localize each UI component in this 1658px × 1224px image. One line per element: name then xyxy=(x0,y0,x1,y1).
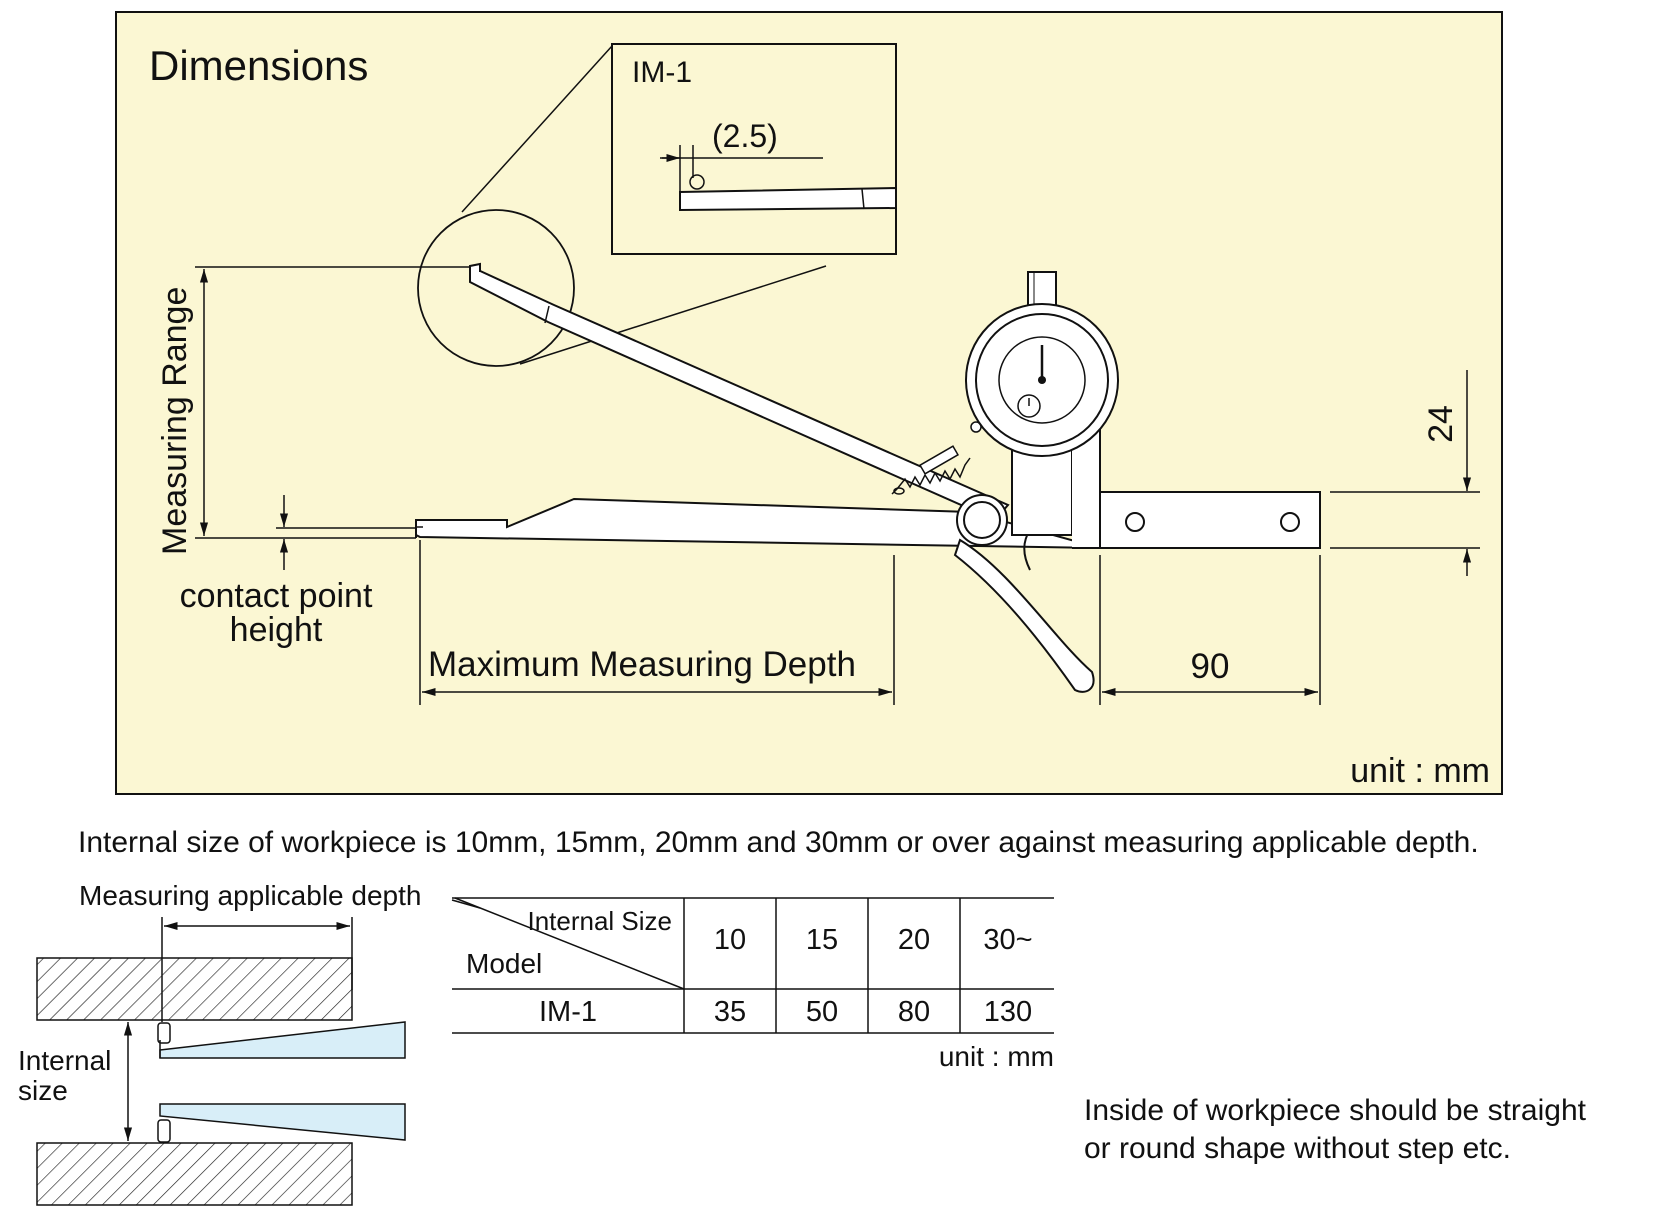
dimensions-panel: Dimensions IM-1 (2.5) xyxy=(115,11,1503,795)
table-row-model: IM-1 xyxy=(539,996,597,1028)
note-bottom-line1: Inside of workpiece should be straight xyxy=(1084,1094,1587,1127)
dim-90-label: 90 xyxy=(1191,647,1230,686)
detail-inset: IM-1 (2.5) xyxy=(611,43,897,255)
table-col-header: 10 xyxy=(714,924,746,956)
workpiece-bottom xyxy=(36,1142,353,1206)
applicable-depth-diagram: Measuring applicable depth Internal size xyxy=(18,880,481,1206)
note-top: Internal size of workpiece is 10mm, 15mm… xyxy=(78,826,1479,859)
upper-jaw xyxy=(159,1021,406,1059)
table-cell: 50 xyxy=(806,996,838,1028)
depth-table: Internal Size Model 10 15 20 30~ IM-1 35… xyxy=(452,897,1054,1072)
gauge-illustration xyxy=(415,262,1321,693)
table-cell: 35 xyxy=(714,996,746,1028)
detail-dim-label: (2.5) xyxy=(712,118,778,154)
internal-size-label-line2: size xyxy=(18,1075,68,1106)
table-unit-label: unit : mm xyxy=(939,1041,1054,1072)
internal-size-label-line1: Internal xyxy=(18,1045,111,1076)
table-corner-top: Internal Size xyxy=(527,906,672,936)
max-depth-label: Maximum Measuring Depth xyxy=(428,645,856,684)
contact-point-label-line2: height xyxy=(230,611,323,649)
measuring-range-label: Measuring Range xyxy=(156,287,194,555)
magnifier xyxy=(417,45,827,367)
detail-title: IM-1 xyxy=(632,56,692,89)
note-bottom-line2: or round shape without step etc. xyxy=(1084,1132,1511,1165)
table-col-header: 30~ xyxy=(983,924,1032,956)
depth-label: Measuring applicable depth xyxy=(79,880,421,911)
lower-jaw xyxy=(159,1103,406,1141)
contact-point-label-line1: contact point xyxy=(180,577,373,615)
workpiece-top xyxy=(36,957,353,1021)
dimension-lines xyxy=(195,266,1480,705)
table-corner-bottom: Model xyxy=(466,948,542,979)
dim-24-label: 24 xyxy=(1422,405,1460,443)
table-cell: 130 xyxy=(984,996,1032,1028)
table-cell: 80 xyxy=(898,996,930,1028)
table-col-header: 20 xyxy=(898,924,930,956)
panel-unit-label: unit : mm xyxy=(1350,752,1490,790)
panel-title: Dimensions xyxy=(149,42,368,89)
table-col-header: 15 xyxy=(806,924,838,956)
